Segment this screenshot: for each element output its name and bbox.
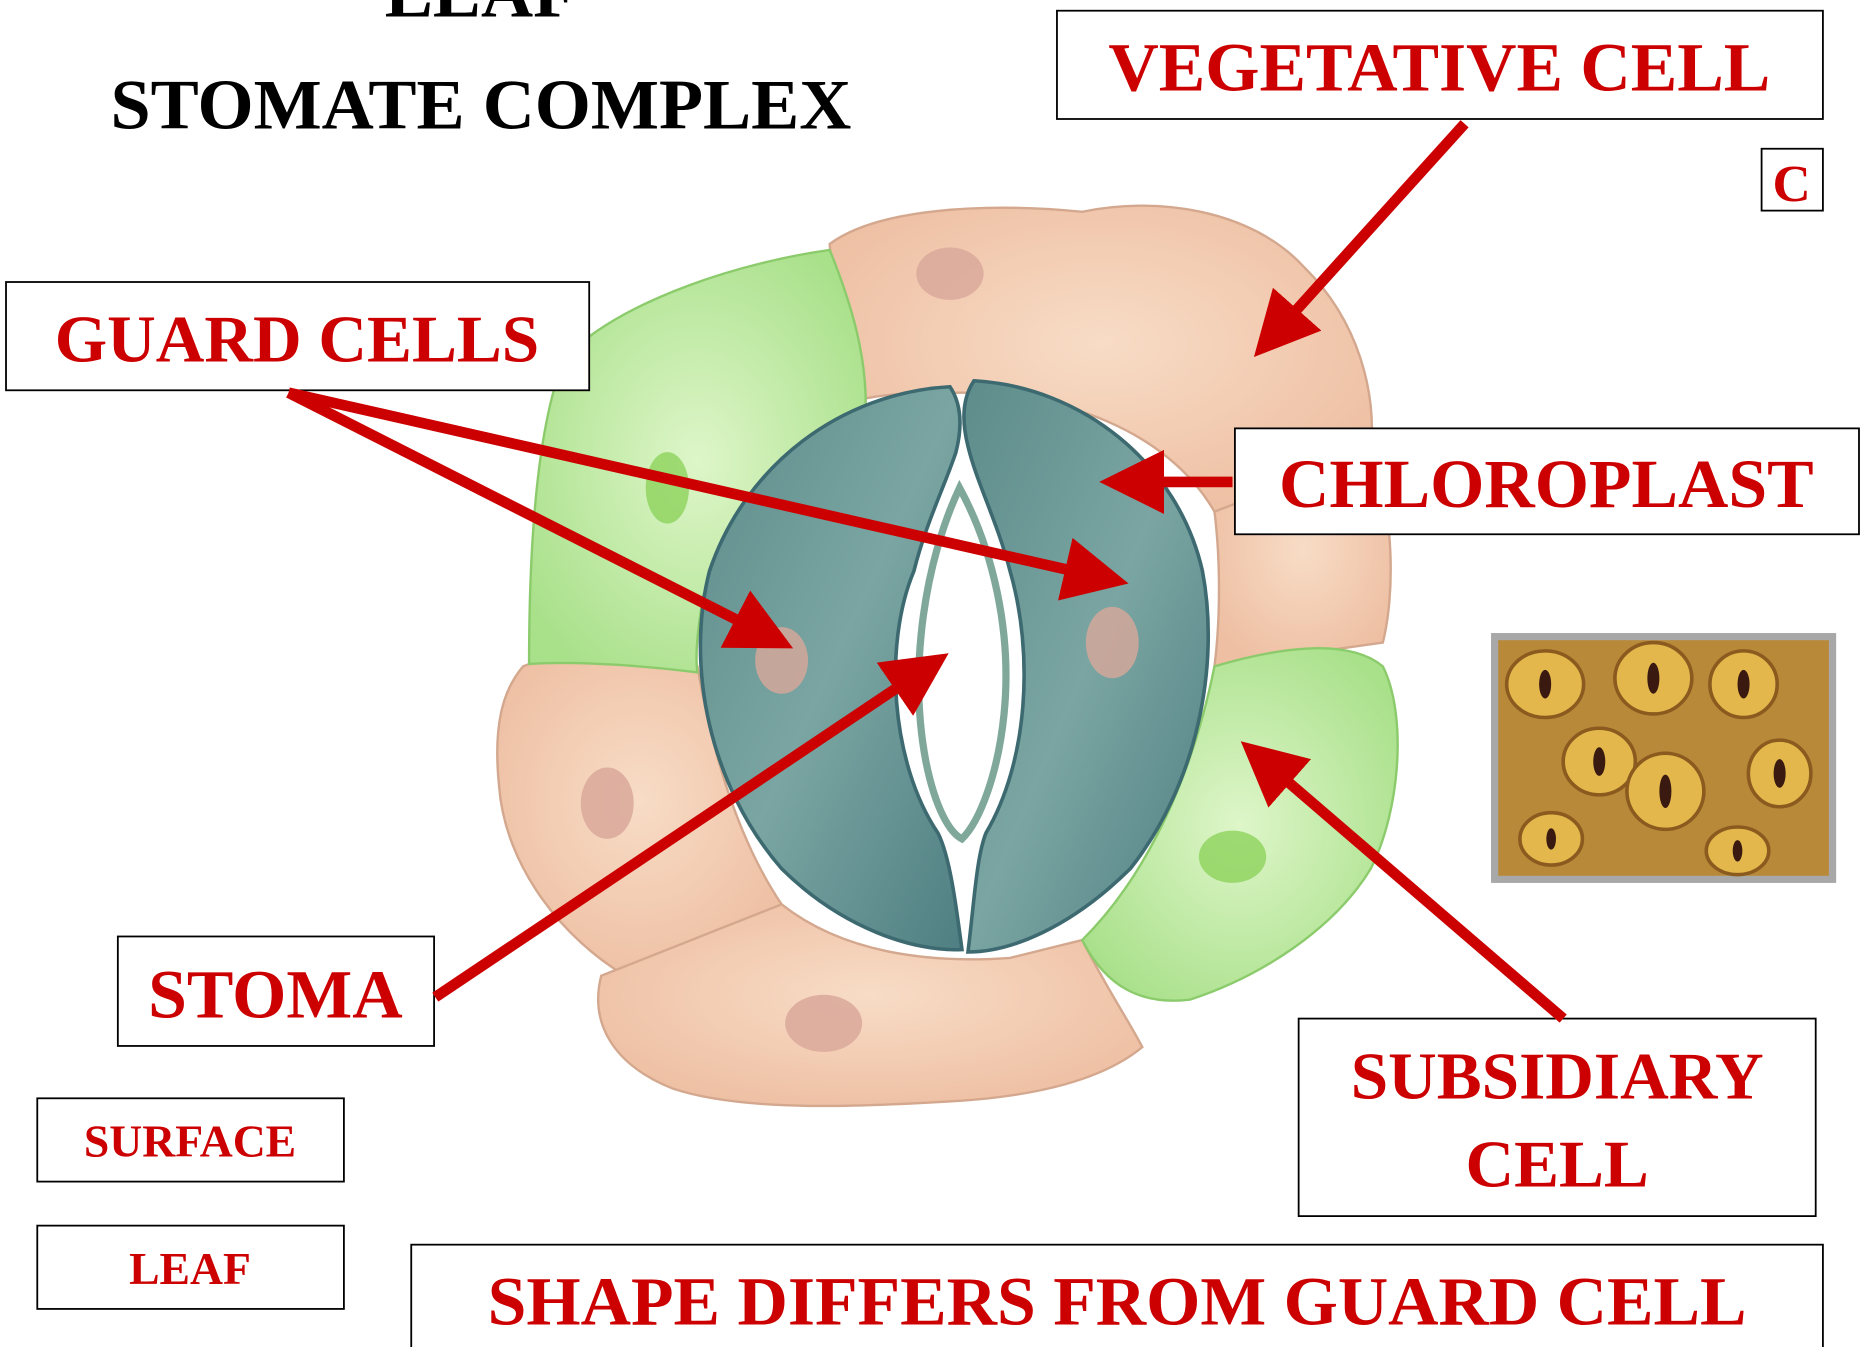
chloroplast-text: CHLOROPLAST xyxy=(1279,446,1814,523)
nucleus-left xyxy=(581,768,634,839)
nucleus-subsidiary-left xyxy=(646,452,689,523)
micrograph-inset xyxy=(1491,633,1836,883)
title-line2: STOMATE COMPLEX xyxy=(111,65,852,145)
shape-differs-text: SHAPE DIFFERS FROM GUARD CELL xyxy=(488,1264,1747,1341)
nucleus-top xyxy=(916,248,983,300)
label-leaf: LEAF xyxy=(37,1226,344,1309)
vegetative-cell-text: VEGETATIVE CELL xyxy=(1108,30,1770,107)
label-stoma: STOMA xyxy=(118,936,434,1045)
label-surface: SURFACE xyxy=(37,1098,344,1181)
leaf-text: LEAF xyxy=(129,1243,251,1294)
arrow-vegetative-cell xyxy=(1263,124,1465,348)
label-vegetative-cell: VEGETATIVE CELL xyxy=(1057,11,1823,119)
label-corner-c: C xyxy=(1762,149,1823,213)
subsidiary-text-line2: CELL xyxy=(1466,1128,1649,1202)
surface-text: SURFACE xyxy=(84,1116,296,1167)
nucleus-bottom xyxy=(785,995,862,1052)
label-guard-cells: GUARD CELLS xyxy=(6,282,589,390)
label-shape-differs: SHAPE DIFFERS FROM GUARD CELL xyxy=(411,1245,1823,1347)
guard-cells-text: GUARD CELLS xyxy=(55,303,539,377)
nucleus-guard-right xyxy=(1086,607,1139,678)
nucleus-subsidiary-right xyxy=(1199,831,1266,883)
title-line1: LEAF xyxy=(385,0,577,33)
corner-c-text: C xyxy=(1773,155,1811,213)
label-chloroplast: CHLOROPLAST xyxy=(1235,428,1859,534)
label-subsidiary-cell: SUBSIDIARY CELL xyxy=(1299,1019,1816,1217)
stoma-text: STOMA xyxy=(148,957,402,1034)
subsidiary-text-line1: SUBSIDIARY xyxy=(1351,1040,1764,1114)
